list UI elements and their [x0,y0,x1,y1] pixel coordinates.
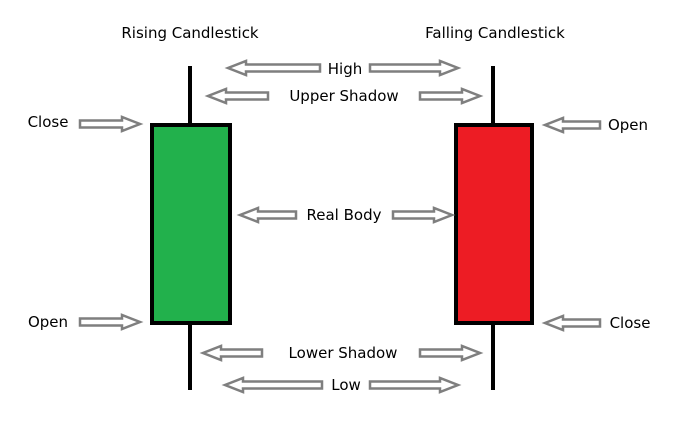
falling-title: Falling Candlestick [425,24,565,42]
low-right-arrow-icon [368,376,462,394]
upper-shadow-right-arrow-icon [418,87,484,105]
falling-open-arrow-icon [541,116,602,134]
high-right-arrow-icon [368,59,462,77]
falling-close-arrow-icon [541,314,602,332]
low-left-arrow-icon [221,376,324,394]
falling-open-label: Open [607,116,649,134]
rising-open-label: Open [27,313,69,331]
lower-shadow-right-arrow-icon [418,344,484,362]
rising-title: Rising Candlestick [121,24,259,42]
lower-shadow-label: Lower Shadow [288,344,398,362]
falling-close-label: Close [609,314,651,332]
rising-open-arrow-icon [78,313,144,331]
high-label: High [327,60,363,78]
low-label: Low [331,376,361,394]
lower-shadow-left-arrow-icon [199,344,264,362]
falling-body [454,123,534,325]
rising-body [150,123,232,325]
high-left-arrow-icon [224,59,322,77]
upper-shadow-left-arrow-icon [204,87,270,105]
real-body-right-arrow-icon [391,206,456,224]
rising-close-label: Close [27,113,69,131]
real-body-left-arrow-icon [236,206,298,224]
real-body-label: Real Body [306,206,382,224]
rising-close-arrow-icon [78,115,144,133]
upper-shadow-label: Upper Shadow [289,87,399,105]
